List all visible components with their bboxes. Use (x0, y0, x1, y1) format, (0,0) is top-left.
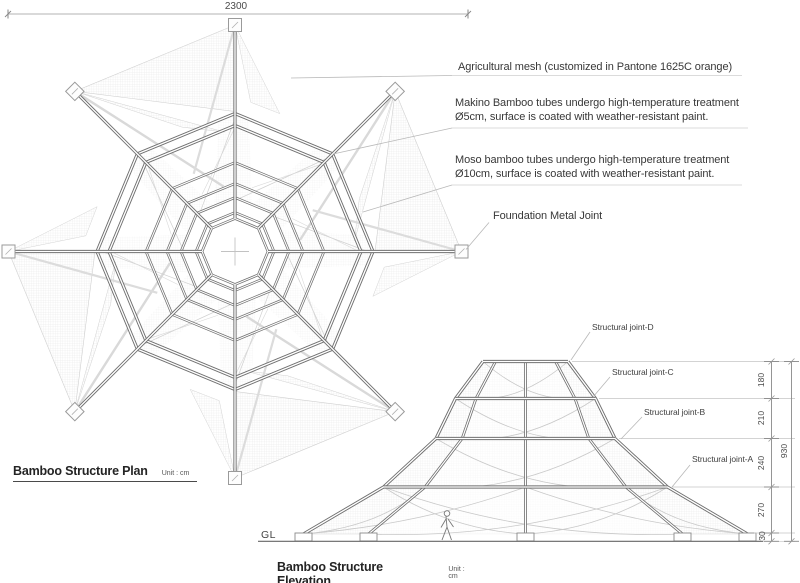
dim-180: 180 (756, 372, 766, 388)
plan-title-block: Bamboo Structure Plan Unit : cm (13, 464, 197, 482)
dim-30: 30 (757, 531, 767, 541)
callout-makino-line2: Ø5cm, surface is coated with weather-res… (455, 110, 709, 123)
elevation-foundation-blocks (294, 532, 757, 542)
label-structural-joint-c: Structural joint-C (612, 367, 674, 377)
plan-width-dimension: 2300 (224, 1, 248, 12)
callout-makino-line1: Makino Bamboo tubes undergo high-tempera… (455, 97, 739, 109)
plan-center-cross (221, 237, 249, 266)
label-structural-joint-d: Structural joint-D (592, 322, 654, 332)
elevation-mesh-panels (302, 361, 749, 535)
elevation-title: Bamboo Structure Elevation (277, 560, 383, 583)
plan-title: Bamboo Structure Plan (13, 464, 148, 478)
elevation-unit-label: Unit : cm (448, 566, 465, 580)
callout-moso-bamboo: Moso bamboo tubes undergo high-temperatu… (455, 154, 729, 181)
plan-dimension-2300 (4, 9, 472, 19)
callout-moso-line1: Moso bamboo tubes undergo high-temperatu… (455, 154, 730, 166)
plan-foundation-joints (1, 18, 469, 485)
callout-makino-bamboo: Makino Bamboo tubes undergo high-tempera… (455, 97, 739, 124)
ground-line-label: GL (261, 529, 277, 541)
dim-930-overall: 930 (779, 443, 789, 459)
human-figure-scale (440, 510, 454, 541)
joint-leader-lines (570, 331, 691, 488)
label-structural-joint-a: Structural joint-A (692, 454, 754, 464)
plan-mesh-fold-bands (8, 24, 462, 479)
callout-leader-lines (290, 75, 748, 250)
plan-web-chords (101, 118, 369, 385)
callout-moso-line2: Ø10cm, surface is coated with weather-re… (455, 167, 715, 180)
elevation-title-block: Bamboo Structure Elevation Unit : cm (277, 560, 475, 583)
plan-bamboo-spokes (8, 25, 462, 478)
dim-240: 240 (756, 455, 766, 471)
callout-agricultural-mesh: Agricultural mesh (customized in Pantone… (458, 61, 733, 73)
callout-foundation-metal-joint: Foundation Metal Joint (493, 210, 603, 222)
plan-unit-label: Unit : cm (161, 470, 190, 477)
elevation-bamboo-tubes (302, 359, 749, 536)
elevation-dim-chain (764, 358, 799, 545)
plan-mesh-sails (8, 24, 462, 479)
label-structural-joint-b: Structural joint-B (644, 407, 706, 417)
dim-210: 210 (756, 410, 766, 426)
